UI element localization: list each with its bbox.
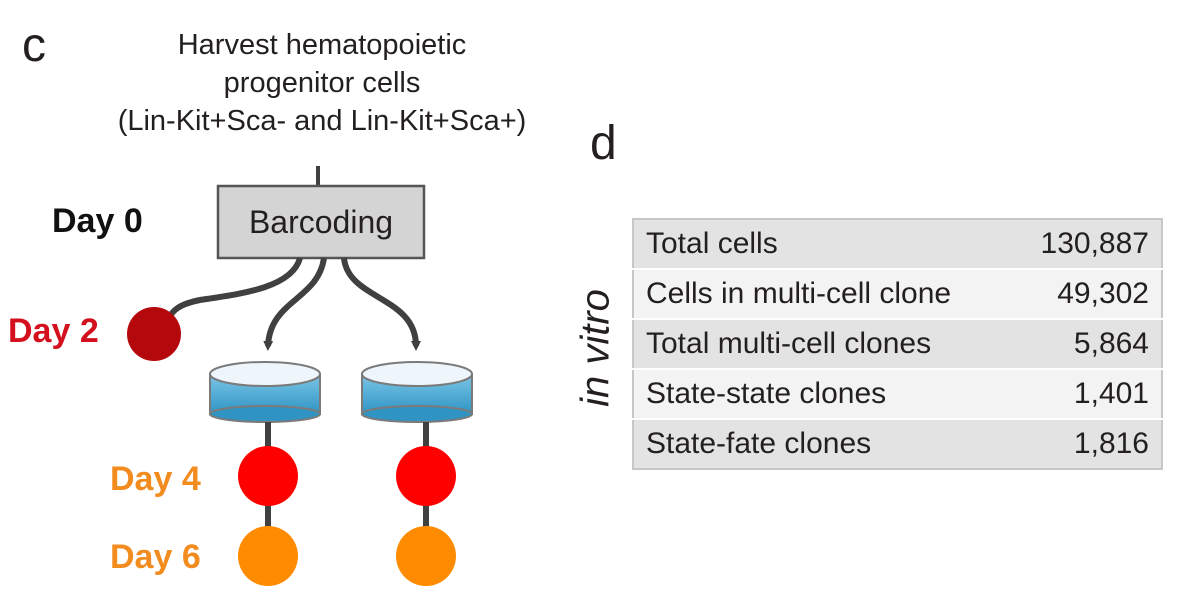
day6-dot-1	[238, 526, 298, 586]
harvest-line-2: progenitor cells	[223, 67, 421, 99]
branch-to-dish-2	[341, 257, 421, 351]
day6-label: Day 6	[110, 538, 201, 576]
harvest-line-3: (Lin-Kit+Sca- and Lin-Kit+Sca+)	[117, 105, 527, 137]
in-vitro-title: in vitro	[566, 238, 626, 458]
row-label: Cells in multi-cell clone	[633, 268, 1010, 319]
row-value: 5,864	[1009, 318, 1162, 369]
branch-to-dish-1	[263, 257, 327, 351]
row-value: 130,887	[1009, 219, 1162, 269]
table-row: Total cells 130,887	[633, 219, 1162, 269]
table-row: State-fate clones 1,816	[633, 418, 1162, 469]
branch-to-day2	[165, 256, 303, 322]
day4-dot-1	[238, 446, 298, 506]
culture-dish-2	[361, 361, 473, 423]
table-row: Total multi-cell clones 5,864	[633, 318, 1162, 369]
row-label: Total multi-cell clones	[633, 318, 1010, 369]
row-value: 49,302	[1009, 268, 1162, 319]
harvest-description: Harvest hematopoietic progenitor cells (…	[62, 26, 582, 140]
day0-label: Day 0	[52, 202, 143, 240]
row-label: Total cells	[633, 219, 1010, 269]
table-row: State-state clones 1,401	[633, 368, 1162, 419]
day2-label: Day 2	[8, 312, 99, 350]
day4-label: Day 4	[110, 460, 201, 498]
row-label: State-fate clones	[633, 418, 1010, 469]
day6-dot-2	[396, 526, 456, 586]
row-value: 1,401	[1009, 368, 1162, 419]
panel-c-label: c	[22, 19, 46, 72]
in-vitro-text: in vitro	[573, 289, 618, 407]
row-label: State-state clones	[633, 368, 1010, 419]
culture-dish-1	[209, 361, 321, 423]
day4-dot-2	[396, 446, 456, 506]
table-row: Cells in multi-cell clone 49,302	[633, 268, 1162, 319]
row-value: 1,816	[1009, 418, 1162, 469]
panel-d-label: d	[590, 117, 617, 170]
barcoding-box	[216, 184, 426, 260]
day2-dot	[127, 307, 181, 361]
barcoding-label: Barcoding	[248, 203, 394, 240]
harvest-line-1: Harvest hematopoietic	[177, 29, 467, 61]
clone-stats-table: Total cells 130,887 Cells in multi-cell …	[632, 218, 1163, 470]
